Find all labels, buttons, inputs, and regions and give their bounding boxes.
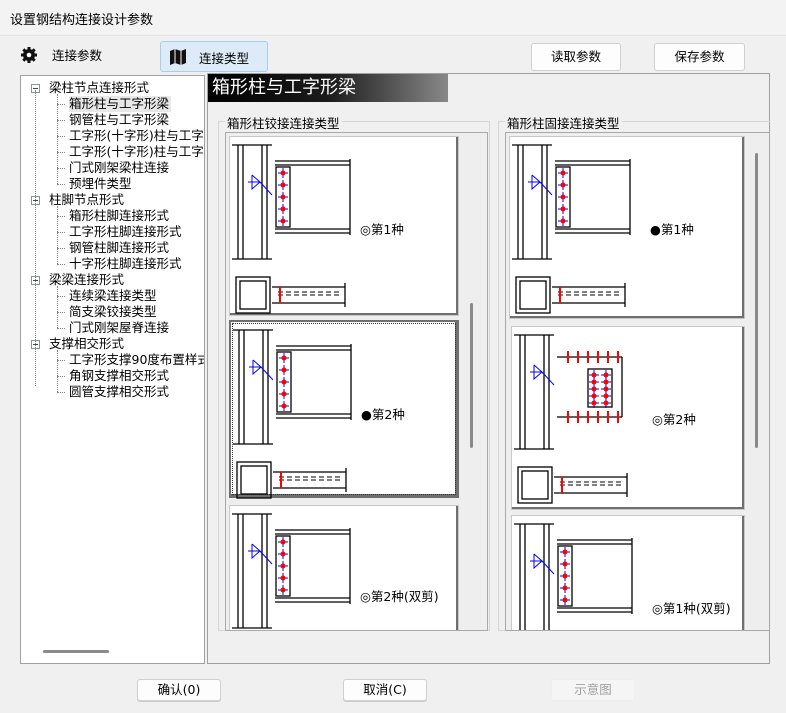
tree-item[interactable]: 门式刚架梁柱连接 bbox=[69, 160, 170, 175]
option-label: ◎第2种(双剪) bbox=[360, 589, 439, 604]
connection-diagram bbox=[232, 144, 351, 314]
list-scrollbar[interactable] bbox=[470, 303, 473, 448]
category-tree[interactable]: 梁柱节点连接形式箱形柱与工字形梁钢管柱与工字形梁工字形(十字形)柱与工字形梁工字… bbox=[20, 75, 205, 664]
hinged-group-title: 箱形柱铰接连接类型 bbox=[225, 113, 342, 132]
option-rigid-3[interactable]: ◎第1种(双剪) bbox=[511, 515, 745, 630]
save-params-button[interactable]: 保存参数 bbox=[654, 43, 745, 71]
connection-diagram bbox=[514, 334, 628, 504]
connection-diagram bbox=[232, 513, 351, 629]
hinged-group: 箱形柱铰接连接类型 ◎第1种 ●第2种 ◎第2种(双剪) bbox=[218, 113, 490, 631]
rigid-options-list[interactable]: ●第1种 ◎第2种 ◎第1种(双剪) bbox=[505, 132, 770, 631]
map-icon bbox=[170, 49, 186, 65]
connection-diagram bbox=[514, 523, 633, 630]
tab-connection-params[interactable]: 连接参数 bbox=[52, 48, 103, 63]
option-rigid-2[interactable]: ◎第2种 bbox=[511, 326, 745, 510]
option-rigid-1[interactable]: ●第1种 bbox=[509, 136, 745, 319]
option-label: ◎第2种 bbox=[652, 412, 696, 427]
tree-group[interactable]: 梁梁连接形式 bbox=[49, 272, 125, 287]
option-hinged-2[interactable]: ●第2种 bbox=[229, 320, 459, 499]
option-label: ◎第1种 bbox=[360, 222, 404, 237]
connection-diagram bbox=[512, 144, 631, 314]
diagram-button: 示意图 bbox=[551, 679, 635, 701]
tree-item[interactable]: 钢管柱脚连接形式 bbox=[69, 240, 170, 255]
hinged-options-list[interactable]: ◎第1种 ●第2种 ◎第2种(双剪) bbox=[225, 132, 488, 631]
tree-item[interactable]: 箱形柱脚连接形式 bbox=[69, 208, 170, 223]
tree-item[interactable]: 圆管支撑相交形式 bbox=[69, 384, 170, 399]
cancel-button[interactable]: 取消(C) bbox=[343, 679, 427, 701]
tree-group[interactable]: 柱脚节点形式 bbox=[49, 192, 125, 207]
tree-item[interactable]: 工字形柱脚连接形式 bbox=[69, 224, 182, 239]
tab-connection-type[interactable]: 连接类型 bbox=[160, 41, 268, 72]
list-scrollbar[interactable] bbox=[755, 153, 758, 448]
option-label: ●第1种 bbox=[650, 222, 694, 237]
tree-item[interactable]: 角钢支撑相交形式 bbox=[69, 368, 170, 383]
option-hinged-3[interactable]: ◎第2种(双剪) bbox=[229, 505, 459, 630]
title-bar: 设置钢结构连接设计参数 bbox=[0, 0, 786, 36]
option-hinged-1[interactable]: ◎第1种 bbox=[229, 136, 459, 316]
tree-hscrollbar[interactable] bbox=[43, 650, 109, 653]
tree-item[interactable]: 箱形柱与工字形梁 bbox=[69, 96, 172, 112]
tree-item[interactable]: 工字形(十字形)柱与工字形梁 bbox=[69, 144, 204, 159]
tree-group[interactable]: 支撑相交形式 bbox=[49, 336, 125, 351]
panel-header: 箱形柱与工字形梁 bbox=[208, 74, 448, 102]
tree-item[interactable]: 工字形支撑90度布置样式 bbox=[69, 352, 205, 367]
ok-button[interactable]: 确认(0) bbox=[137, 679, 221, 701]
tree-item[interactable]: 预埋件类型 bbox=[69, 176, 132, 191]
tree-item[interactable]: 门式刚架屋脊连接 bbox=[69, 320, 170, 335]
gear-icon[interactable] bbox=[20, 46, 38, 64]
rigid-group-title: 箱形柱固接连接类型 bbox=[505, 113, 622, 132]
tree-item[interactable]: 简支梁铰接类型 bbox=[69, 304, 157, 319]
tree-item[interactable]: 连续梁连接类型 bbox=[69, 288, 157, 303]
option-label: ●第2种 bbox=[361, 407, 405, 422]
option-label: ◎第1种(双剪) bbox=[652, 601, 731, 616]
connection-diagram bbox=[233, 329, 352, 499]
connection-type-panel: 箱形柱与工字形梁 箱形柱铰接连接类型 ◎第1种 ●第2种 ◎第2种(双剪) 箱形柱固… bbox=[207, 73, 770, 664]
read-params-button[interactable]: 读取参数 bbox=[531, 43, 621, 71]
rigid-group: 箱形柱固接连接类型 ●第1种 ◎第2种 ◎第1种(双剪) bbox=[498, 113, 770, 631]
tree-item[interactable]: 工字形(十字形)柱与工字形梁 bbox=[69, 128, 204, 143]
window-title: 设置钢结构连接设计参数 bbox=[10, 13, 154, 28]
tree-item[interactable]: 钢管柱与工字形梁 bbox=[69, 112, 170, 127]
tree-item[interactable]: 十字形柱脚连接形式 bbox=[69, 256, 182, 271]
tree-group[interactable]: 梁柱节点连接形式 bbox=[49, 80, 150, 95]
